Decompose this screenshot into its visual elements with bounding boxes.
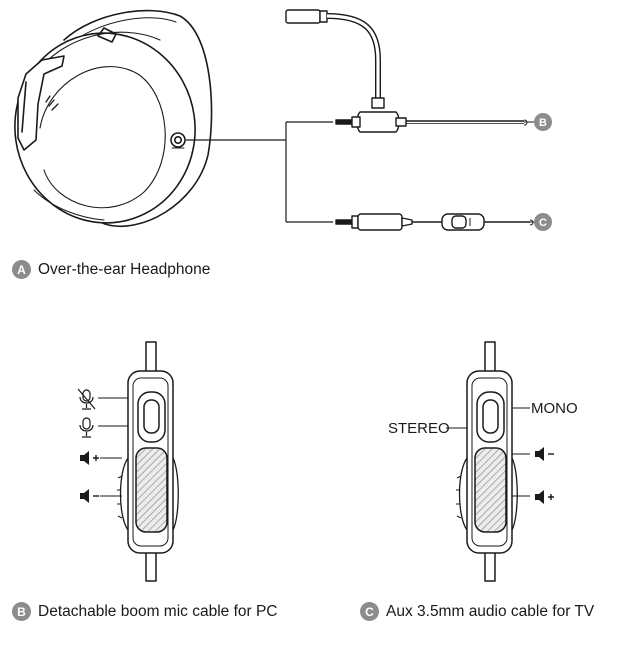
pc-cable-caption: B Detachable boom mic cable for PC — [12, 602, 278, 621]
tv-inline-remote — [446, 341, 530, 582]
mic-icon — [79, 417, 94, 438]
over-ear-headphone-icon — [14, 9, 213, 228]
mono-label: MONO — [531, 400, 578, 417]
cable-b-badge — [534, 113, 552, 131]
volume-down-icon — [80, 489, 99, 503]
pc-inline-remote — [98, 341, 179, 582]
headphone-caption-text: Over-the-ear Headphone — [38, 260, 211, 278]
tv-cable-caption-text: Aux 3.5mm audio cable for TV — [386, 602, 595, 620]
caption-badge-b: B — [12, 602, 31, 621]
pc-cable-caption-text: Detachable boom mic cable for PC — [38, 602, 278, 620]
cable-c-tag: C — [539, 217, 547, 229]
port-connector-lines — [186, 121, 333, 223]
cable-c-badge — [534, 213, 552, 231]
boom-mic-icon — [285, 9, 528, 133]
volume-down-icon-tv — [535, 447, 554, 461]
tv-cable-caption: C Aux 3.5mm audio cable for TV — [360, 602, 594, 621]
headphone-caption: A Over-the-ear Headphone — [12, 260, 210, 279]
volume-up-icon-tv — [535, 490, 554, 504]
cable-b-tag: B — [539, 117, 547, 129]
aux-cable-icon — [335, 213, 534, 231]
stereo-label: STEREO — [388, 420, 450, 437]
caption-badge-c: C — [360, 602, 379, 621]
mic-mute-icon — [77, 388, 96, 410]
volume-up-icon — [80, 451, 99, 465]
caption-badge-a: A — [12, 260, 31, 279]
